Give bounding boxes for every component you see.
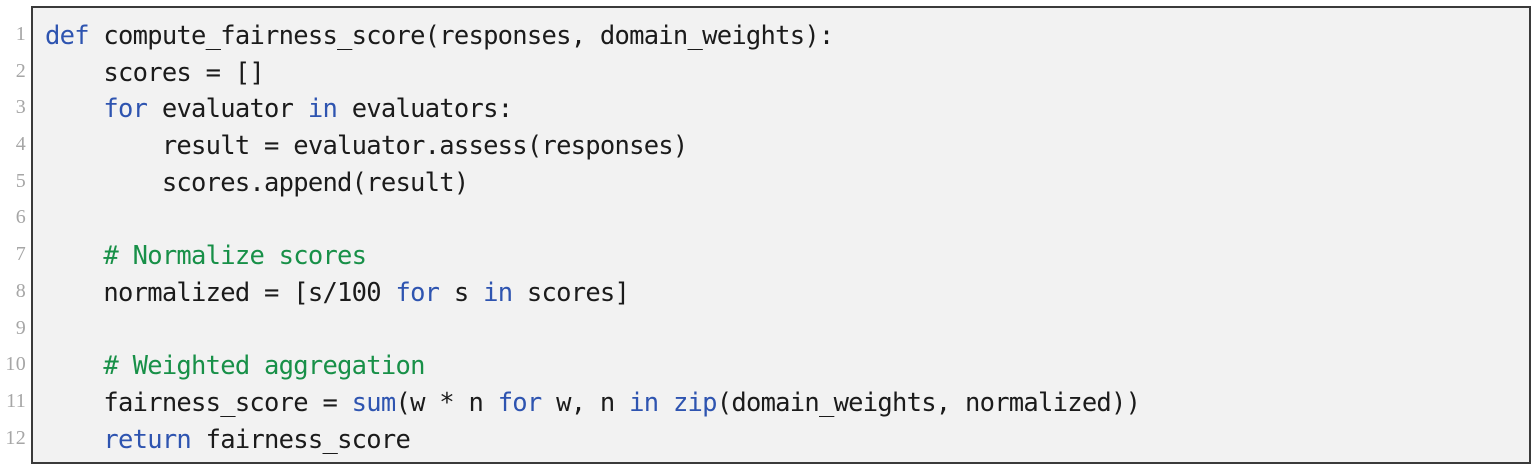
line-number: 2 <box>15 59 26 82</box>
code-line: return fairness_score <box>45 422 1529 459</box>
code-token-plain: s <box>439 277 484 308</box>
code-token-plain <box>45 425 103 455</box>
code-line: normalized = [s/100 for s in scores] <box>45 275 1529 312</box>
code-token-plain: scores.append(result) <box>45 167 469 198</box>
code-token-kw: in <box>483 277 513 308</box>
code-token-plain: scores] <box>512 277 630 308</box>
code-block[interactable]: def compute_fairness_score(responses, do… <box>31 6 1531 464</box>
line-number: 1 <box>15 23 26 45</box>
code-token-kw: in <box>629 387 659 418</box>
code-token-comment: # Weighted aggregation <box>103 351 425 382</box>
line-number: 12 <box>5 426 26 449</box>
code-token-plain: evaluators: <box>337 94 513 125</box>
code-token-builtin: zip <box>672 387 718 418</box>
code-line <box>45 312 1529 349</box>
line-number: 8 <box>15 279 26 302</box>
code-token-builtin: sum <box>351 387 397 418</box>
code-token-plain: compute_fairness_score(responses, domain… <box>88 21 834 51</box>
code-line <box>45 201 1529 238</box>
code-line: scores.append(result) <box>45 165 1529 202</box>
code-line: # Normalize scores <box>45 238 1529 275</box>
code-line: fairness_score = sum(w * n for w, n in z… <box>45 385 1529 422</box>
code-token-plain: evaluator <box>147 94 308 125</box>
code-token-kw: for <box>395 277 440 308</box>
line-number: 5 <box>15 169 26 192</box>
code-token-plain <box>45 241 103 271</box>
code-token-kw: def <box>45 21 90 51</box>
line-number: 6 <box>15 206 26 229</box>
code-token-plain: fairness_score = <box>45 387 352 418</box>
line-number: 4 <box>15 133 26 156</box>
code-line: def compute_fairness_score(responses, do… <box>45 18 1529 55</box>
code-token-plain: w, n <box>541 387 630 418</box>
code-line: result = evaluator.assess(responses) <box>45 128 1529 165</box>
code-token-plain: fairness_score <box>191 424 411 455</box>
line-number: 9 <box>15 316 26 339</box>
code-token-plain: (w * n <box>395 387 498 418</box>
code-token-plain: scores = [] <box>45 57 265 88</box>
code-token-kw: for <box>497 387 543 418</box>
code-token-kw: for <box>103 94 148 125</box>
code-token-plain: result = evaluator.assess(responses) <box>45 131 688 162</box>
code-token-plain: normalized = [s/100 <box>45 277 396 308</box>
code-token-plain: (domain_weights, normalized)) <box>716 387 1141 418</box>
line-number: 3 <box>15 96 26 119</box>
code-token-kw: in <box>307 94 338 125</box>
code-line: scores = [] <box>45 55 1529 92</box>
code-token-comment: # Normalize scores <box>103 241 367 272</box>
code-token-kw: return <box>103 424 192 455</box>
line-number: 7 <box>15 243 26 266</box>
line-number: 11 <box>6 389 26 412</box>
code-token-plain <box>45 94 103 124</box>
code-token-plain <box>658 388 673 418</box>
code-token-plain <box>45 351 103 381</box>
line-number: 10 <box>5 353 26 376</box>
code-line: # Weighted aggregation <box>45 348 1529 385</box>
code-line: for evaluator in evaluators: <box>45 91 1529 128</box>
